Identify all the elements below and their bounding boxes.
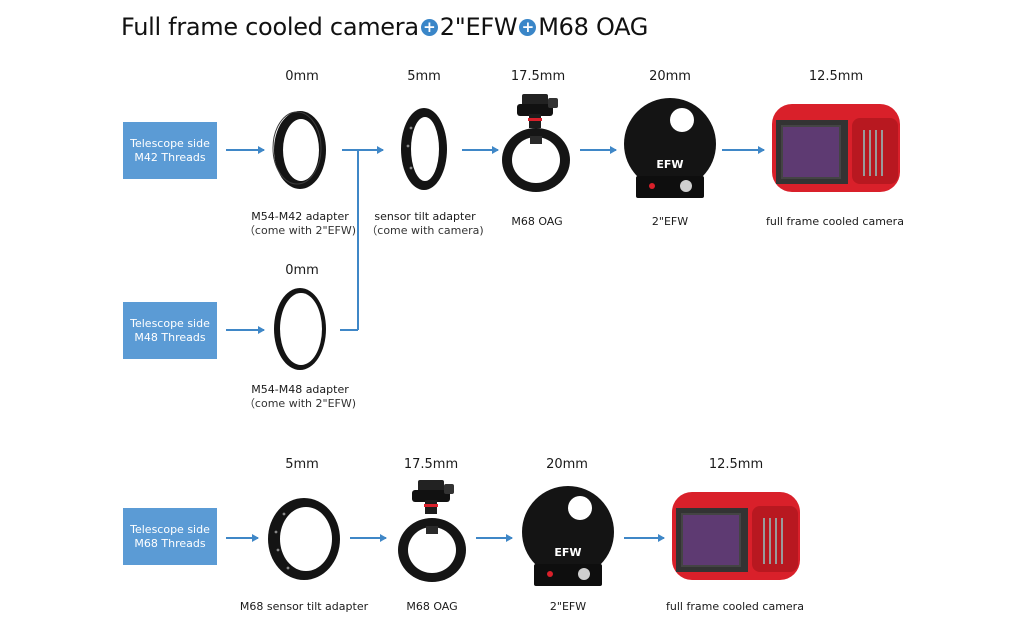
- distance-camera: 12.5mm: [708, 457, 764, 472]
- label-main: M54-M48 adapter: [251, 383, 349, 396]
- filter-wheel-icon: EFW: [624, 98, 716, 198]
- source-line2: M42 Threads: [134, 150, 206, 164]
- camera-icon: [772, 104, 900, 192]
- title-part-oag: M68 OAG: [538, 13, 649, 41]
- source-box-m42: Telescope side M42 Threads: [123, 122, 217, 179]
- source-box-m48: Telescope side M48 Threads: [123, 302, 217, 359]
- label-efw: 2"EFW: [549, 600, 587, 613]
- label-camera: full frame cooled camera: [666, 600, 804, 613]
- label-camera: full frame cooled camera: [766, 215, 904, 228]
- label-main: sensor tilt adapter: [374, 210, 476, 223]
- plus-icon: +: [420, 19, 438, 36]
- title-part-camera: Full frame cooled camera: [121, 13, 419, 41]
- oag-icon: [398, 480, 466, 582]
- filter-wheel-icon: EFW: [522, 486, 614, 586]
- source-box-m68: Telescope side M68 Threads: [123, 508, 217, 565]
- distance-m42-adapter: 0mm: [285, 69, 319, 84]
- adapter-ring-icon: [274, 288, 326, 370]
- label-m42-adapter: M54-M42 adapter （come with 2"EFW): [220, 210, 380, 238]
- source-line1: Telescope side: [130, 522, 210, 536]
- adapter-ring-icon: [272, 111, 326, 189]
- distance-efw: 20mm: [649, 69, 691, 84]
- label-m48-adapter: M54-M48 adapter （come with 2"EFW): [220, 383, 380, 411]
- label-oag: M68 OAG: [406, 600, 458, 613]
- tilt-adapter-icon: [268, 498, 340, 580]
- distance-oag: 17.5mm: [403, 457, 459, 472]
- distance-efw: 20mm: [546, 457, 588, 472]
- efw-text: EFW: [656, 158, 683, 171]
- oag-icon: [502, 94, 570, 192]
- label-sub: （come with 2"EFW): [243, 224, 357, 237]
- label-sub: （come with 2"EFW): [243, 397, 357, 410]
- distance-oag: 17.5mm: [510, 69, 566, 84]
- label-oag: M68 OAG: [511, 215, 563, 228]
- distance-m68-tilt: 5mm: [285, 457, 319, 472]
- label-sub: （come with camera): [366, 224, 484, 237]
- efw-text: EFW: [554, 546, 581, 559]
- title-part-efw: 2"EFW: [439, 13, 518, 41]
- plus-icon: +: [519, 19, 537, 36]
- distance-m48-adapter: 0mm: [285, 263, 319, 278]
- label-m68-tilt-adapter: M68 sensor tilt adapter: [239, 600, 369, 613]
- label-efw: 2"EFW: [651, 215, 689, 228]
- label-tilt-adapter: sensor tilt adapter （come with camera): [345, 210, 505, 238]
- distance-camera: 12.5mm: [808, 69, 864, 84]
- source-line1: Telescope side: [130, 136, 210, 150]
- source-line2: M68 Threads: [134, 536, 206, 550]
- source-line1: Telescope side: [130, 316, 210, 330]
- distance-tilt-adapter: 5mm: [407, 69, 441, 84]
- label-main: M54-M42 adapter: [251, 210, 349, 223]
- source-line2: M48 Threads: [134, 330, 206, 344]
- tilt-adapter-icon: [401, 108, 447, 190]
- page-title: Full frame cooled camera+2"EFW+M68 OAG: [121, 11, 648, 43]
- camera-icon: [672, 492, 800, 580]
